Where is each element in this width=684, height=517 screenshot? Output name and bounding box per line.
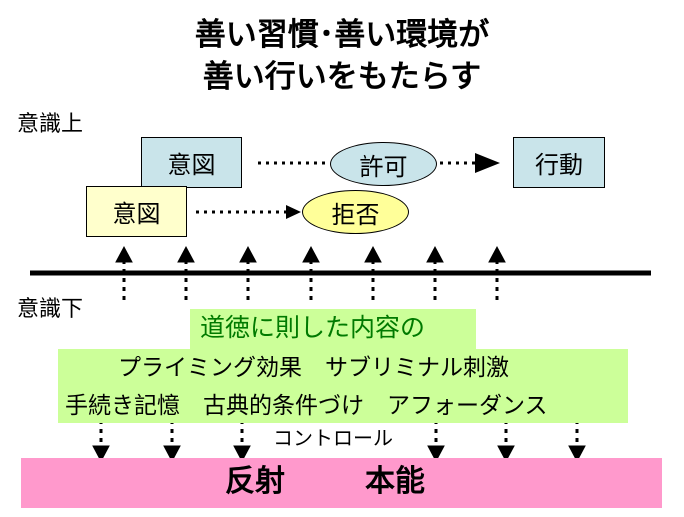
green-row-2: 手続き記憶 古典的条件づけ アフォーダンス — [65, 393, 548, 419]
reject-ellipse: 拒否 — [302, 190, 409, 234]
control-label: コントロール — [273, 426, 393, 450]
title-line-1: 善い習慣･善い環境が — [194, 17, 490, 53]
upward-arrows — [115, 245, 506, 300]
reflex-label: 反射 — [225, 464, 285, 499]
arrowhead-reject — [286, 205, 301, 219]
reject-label: 拒否 — [331, 200, 380, 229]
instinct-label: 本能 — [365, 464, 425, 499]
permit-label: 許可 — [359, 152, 408, 181]
intent-upper-box: 意図 — [141, 137, 242, 188]
intent-lower-label: 意図 — [112, 200, 161, 228]
intent-upper-label: 意図 — [167, 151, 216, 179]
green-heading: 道徳に則した内容の — [200, 313, 426, 342]
permit-ellipse: 許可 — [330, 142, 437, 186]
subconscious-label: 意識下 — [17, 297, 84, 322]
conscious-label: 意識上 — [17, 112, 84, 137]
arrowhead-action — [475, 153, 500, 173]
intent-lower-box: 意図 — [86, 186, 187, 237]
action-box: 行動 — [513, 137, 605, 188]
downward-arrows — [92, 420, 586, 463]
green-row-1: プライミング効果 サブリミナル刺激 — [118, 355, 509, 381]
title-line-2: 善い行いをもたらす — [202, 59, 482, 95]
base-bar — [21, 458, 662, 508]
green-heading-box — [190, 309, 476, 349]
action-label: 行動 — [535, 151, 583, 179]
green-content-box — [58, 349, 628, 423]
